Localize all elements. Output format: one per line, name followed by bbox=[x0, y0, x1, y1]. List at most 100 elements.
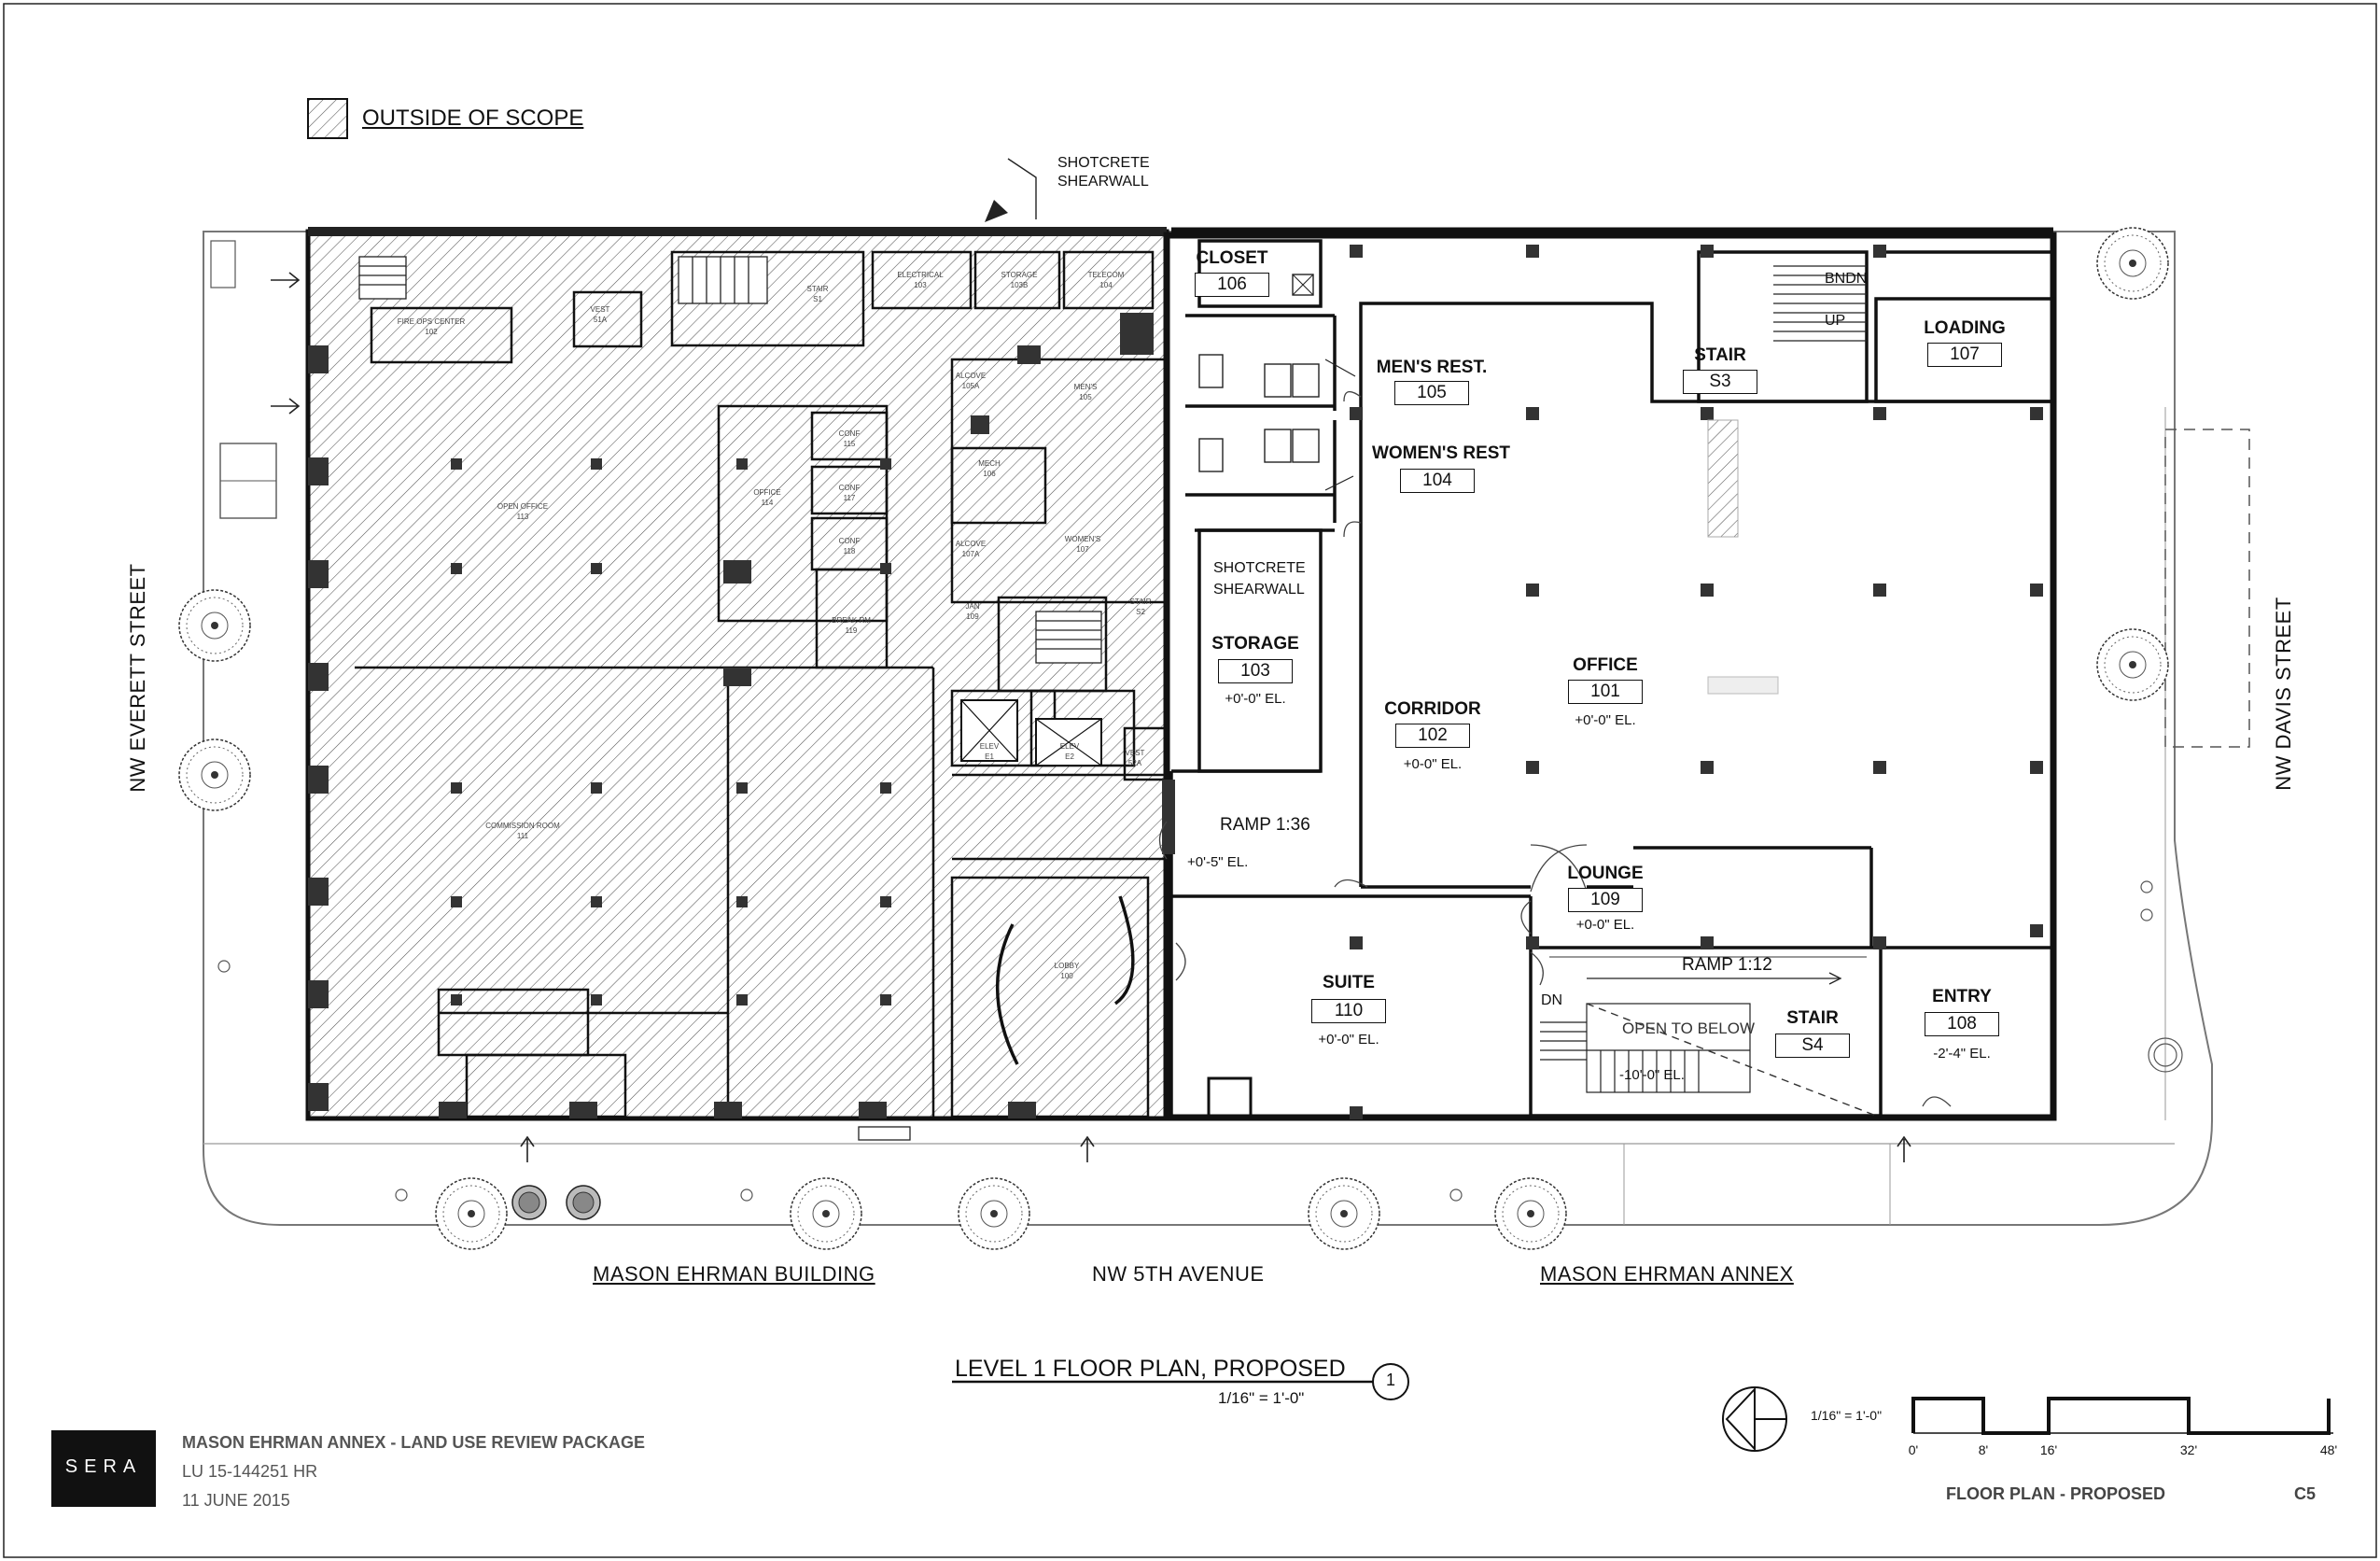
room-number: 102 bbox=[1395, 724, 1470, 748]
scale-tick-48: 48' bbox=[2319, 1442, 2338, 1457]
room-number: 106 bbox=[1195, 273, 1269, 297]
ramp-1-36-elevation: +0'-5" EL. bbox=[1187, 854, 1249, 870]
existing-room-conf-118-number: 118 bbox=[843, 547, 856, 555]
scale-tick-0: 0' bbox=[1908, 1442, 1919, 1457]
existing-room-conf-115: CONF bbox=[838, 429, 861, 438]
existing-room-conf-118: CONF bbox=[838, 537, 861, 545]
open-to-below-label: OPEN TO BELOW bbox=[1622, 1020, 1756, 1037]
existing-room-electrical-number: 103 bbox=[914, 281, 927, 289]
room-name: CLOSET bbox=[1196, 248, 1268, 268]
existing-room-womens-number: 107 bbox=[1076, 545, 1089, 554]
existing-room-open-office-number: 113 bbox=[516, 513, 529, 521]
drawing-number: 1 bbox=[1385, 1371, 1396, 1389]
street-label-south: NW 5TH AVENUE bbox=[1092, 1262, 1265, 1286]
room-elevation: +0-0" EL. bbox=[1403, 756, 1463, 772]
existing-room-stair-s1-number: S1 bbox=[813, 295, 822, 303]
existing-room-storage: STORAGE bbox=[1001, 271, 1038, 279]
existing-room-elev-e2: ELEV bbox=[1059, 742, 1080, 751]
shearwall-callout-mid-line2: SHEARWALL bbox=[1213, 582, 1305, 598]
room-name: STAIR bbox=[1786, 1008, 1839, 1028]
existing-room-open-office: OPEN OFFICE bbox=[497, 502, 549, 511]
room-name: MEN'S REST. bbox=[1376, 358, 1488, 377]
existing-room-telecom: TELECOM bbox=[1087, 271, 1125, 279]
room-elevation: +0'-0" EL. bbox=[1575, 712, 1636, 728]
hatch-legend-swatch bbox=[307, 98, 348, 139]
room-elevation: +0-0" EL. bbox=[1575, 917, 1635, 933]
room-name: CORRIDOR bbox=[1384, 699, 1481, 719]
scale-tick-16: 16' bbox=[2039, 1442, 2058, 1457]
existing-room-lobby: LOBBY bbox=[1054, 962, 1080, 970]
room-number: S3 bbox=[1683, 370, 1757, 394]
existing-room-jan-number: 109 bbox=[966, 612, 979, 621]
street-label-east: NW DAVIS STREET bbox=[2272, 597, 2295, 791]
existing-room-break-rm-number: 119 bbox=[845, 626, 858, 635]
existing-room-fire-ops: FIRE OPS CENTER bbox=[397, 317, 466, 326]
existing-room-vest-52a-number: 52A bbox=[1127, 759, 1142, 767]
stair-s3-dn-label: BNDN bbox=[1825, 271, 1868, 287]
drawing-title: LEVEL 1 FLOOR PLAN, PROPOSED bbox=[955, 1356, 1346, 1382]
room-elevation: -2'-4" EL. bbox=[1933, 1046, 1991, 1062]
existing-room-alcove-105a-number: 105A bbox=[961, 382, 980, 390]
existing-room-conf-117: CONF bbox=[838, 484, 861, 492]
street-label-west: NW EVERETT STREET bbox=[126, 563, 149, 793]
room-name: LOADING bbox=[1924, 318, 2006, 338]
room-name: STORAGE bbox=[1211, 634, 1299, 654]
room-name: OFFICE bbox=[1573, 655, 1638, 675]
sera-logo: SERA bbox=[64, 1456, 143, 1477]
room-name: WOMEN'S REST bbox=[1371, 443, 1511, 463]
room-number: 101 bbox=[1568, 680, 1643, 704]
room-elevation: +0'-0" EL. bbox=[1225, 691, 1286, 707]
existing-room-office: OFFICE bbox=[753, 488, 781, 497]
scale-tick-8: 8' bbox=[1978, 1442, 1989, 1457]
existing-room-vest-number: 51A bbox=[593, 316, 608, 324]
existing-room-elev-e1: ELEV bbox=[979, 742, 1000, 751]
room-elevation: +0'-0" EL. bbox=[1318, 1032, 1379, 1048]
existing-room-commission-number: 111 bbox=[516, 832, 529, 840]
existing-room-alcove-105a: ALCOVE bbox=[955, 372, 987, 380]
existing-room-lobby-number: 100 bbox=[1060, 972, 1073, 980]
legend-label: OUTSIDE OF SCOPE bbox=[362, 105, 584, 131]
existing-room-elev-e1-number: E1 bbox=[985, 752, 994, 761]
ramp-1-12-label: RAMP 1:12 bbox=[1682, 955, 1772, 975]
room-elevation: -10'-0" EL. bbox=[1619, 1067, 1685, 1083]
sera-logo-block bbox=[51, 1430, 156, 1507]
existing-room-alcove-107a: ALCOVE bbox=[955, 540, 987, 548]
scale-bar-label: 1/16" = 1'-0" bbox=[1811, 1408, 1883, 1423]
existing-room-stair-s2-number: S2 bbox=[1136, 608, 1145, 616]
ramp-1-36-label: RAMP 1:36 bbox=[1220, 815, 1310, 835]
project-name: MASON EHRMAN ANNEX - LAND USE REVIEW PAC… bbox=[182, 1433, 646, 1452]
sheet-number: C5 bbox=[2294, 1484, 2317, 1503]
shearwall-callout-top-line1: SHOTCRETE bbox=[1057, 155, 1150, 171]
stair-s3-up-label: UP bbox=[1825, 313, 1846, 329]
existing-room-vest-52a: VEST bbox=[1125, 749, 1145, 757]
existing-room-mech-number: 106 bbox=[983, 470, 996, 478]
room-number: 104 bbox=[1400, 469, 1475, 493]
room-name: ENTRY bbox=[1932, 987, 1992, 1006]
room-number: 105 bbox=[1394, 381, 1469, 405]
existing-room-office-number: 114 bbox=[761, 499, 774, 507]
building-label-left: MASON EHRMAN BUILDING bbox=[593, 1262, 875, 1286]
existing-room-conf-117-number: 117 bbox=[843, 494, 856, 502]
drawing-scale: 1/16" = 1'-0" bbox=[1218, 1389, 1305, 1407]
existing-room-vest: VEST bbox=[590, 305, 610, 314]
room-name: LOUNGE bbox=[1567, 864, 1644, 883]
existing-room-alcove-107a-number: 107A bbox=[961, 550, 980, 558]
sheet-title: FLOOR PLAN - PROPOSED bbox=[1946, 1484, 2166, 1503]
room-number: 109 bbox=[1568, 888, 1643, 912]
room-number: 103 bbox=[1218, 659, 1293, 683]
scale-tick-32: 32' bbox=[2179, 1442, 2198, 1457]
existing-room-fire-ops-number: 102 bbox=[425, 328, 438, 336]
shearwall-callout-top-line2: SHEARWALL bbox=[1057, 174, 1149, 190]
existing-room-jan: JAN bbox=[965, 602, 980, 611]
issue-date: 11 JUNE 2015 bbox=[182, 1491, 290, 1510]
room-name: SUITE bbox=[1323, 973, 1375, 992]
existing-room-commission: COMMISSION ROOM bbox=[485, 822, 560, 830]
room-number: S4 bbox=[1775, 1034, 1850, 1058]
shearwall-callout-mid-line1: SHOTCRETE bbox=[1213, 560, 1306, 576]
existing-room-elev-e2-number: E2 bbox=[1065, 752, 1074, 761]
existing-room-break-rm: BREAK RM bbox=[832, 616, 871, 625]
room-number: 107 bbox=[1927, 343, 2002, 367]
existing-room-stair-s2: STAIR bbox=[1129, 598, 1152, 606]
room-number: 110 bbox=[1311, 999, 1386, 1023]
